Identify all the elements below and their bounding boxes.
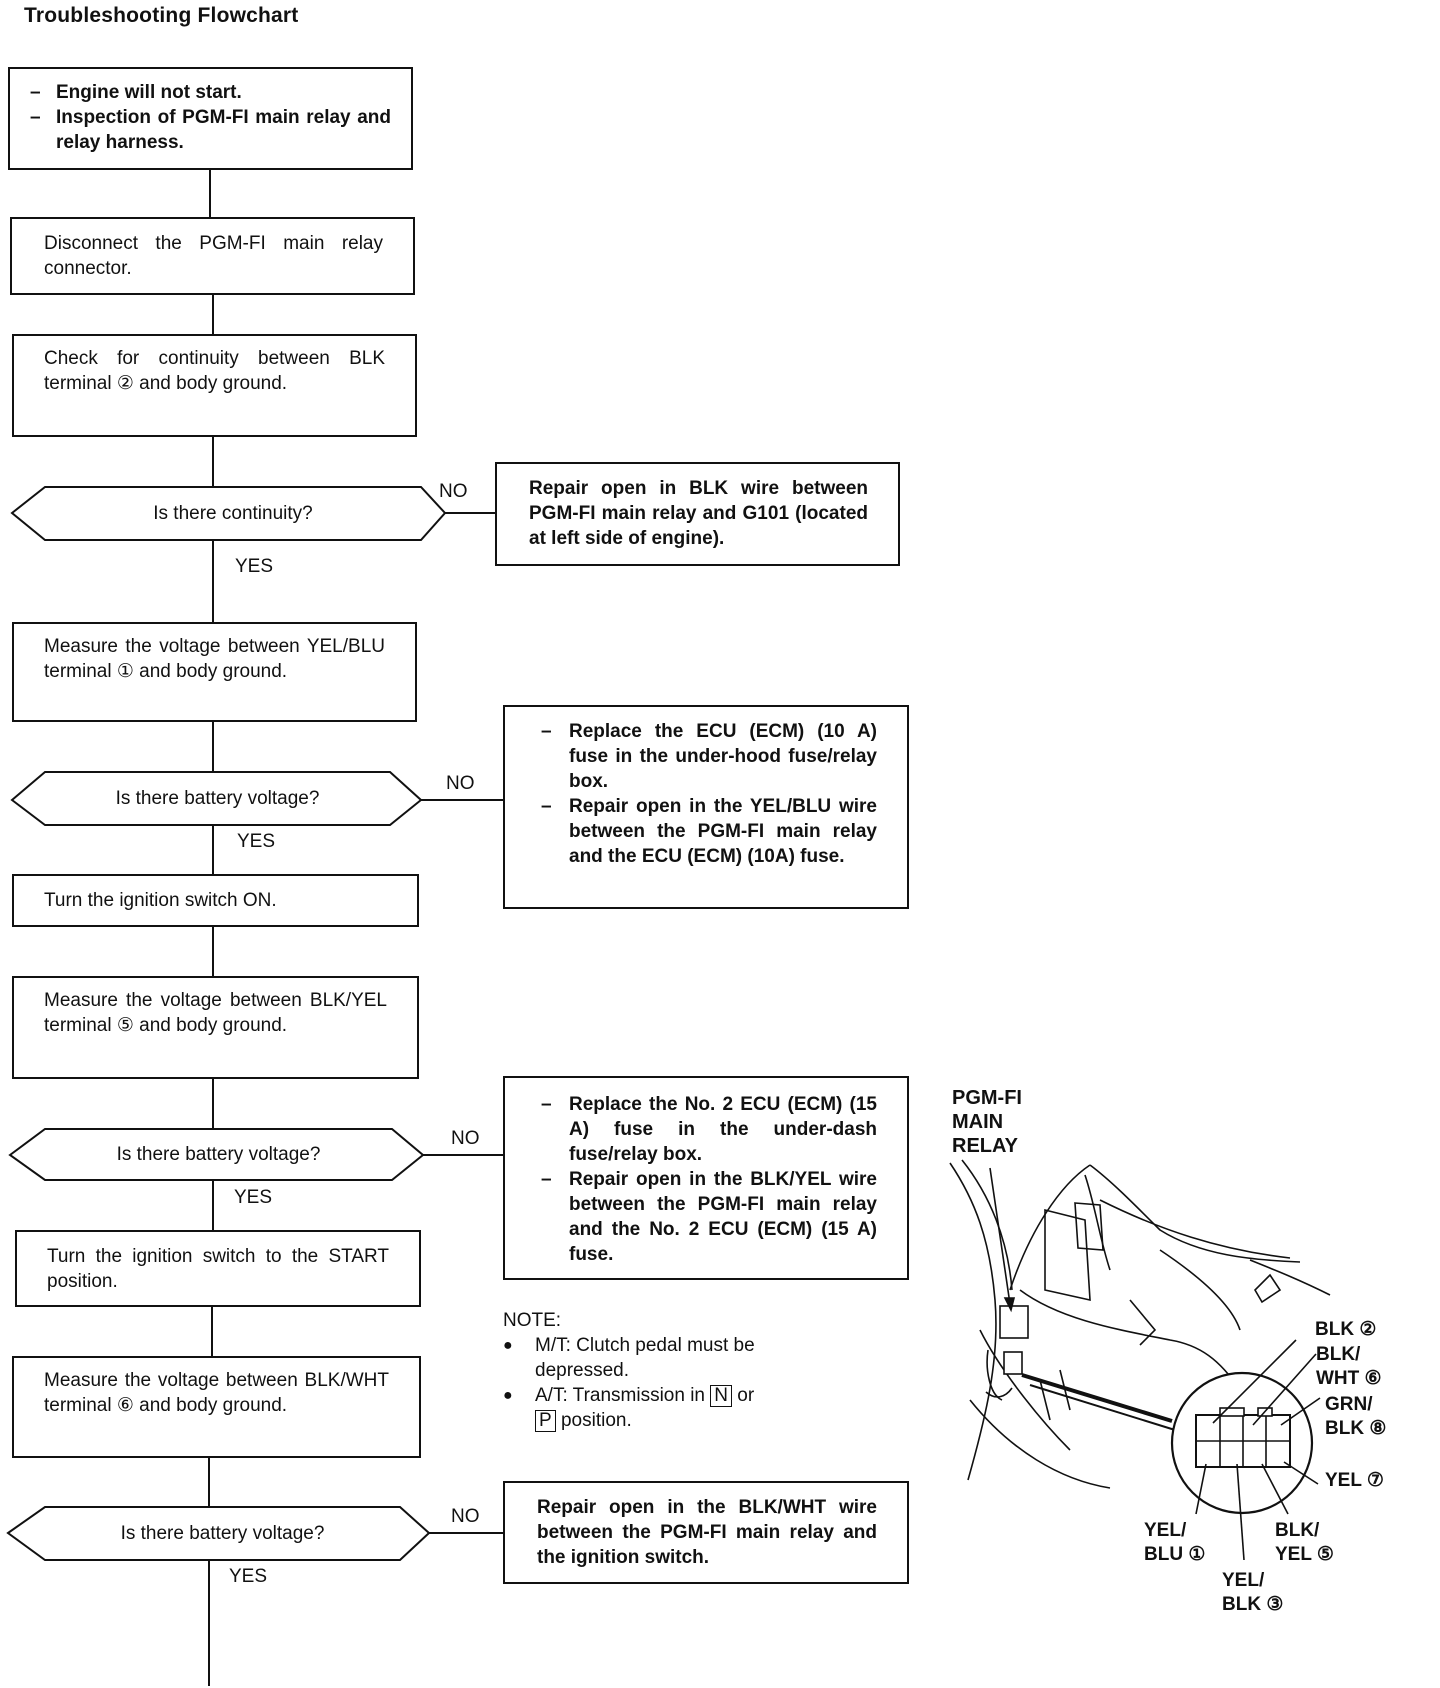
decision-battery-1 (10, 771, 423, 826)
action-fix-yel-blu: –Replace the ECU (ECM) (10 A) fuse in th… (503, 705, 909, 909)
decision-battery-2-text: Is there battery voltage? (116, 1143, 321, 1165)
wire-label-blk-yel: BLK/YEL ⑤ (1275, 1520, 1334, 1565)
note-mt: ● M/T: Clutch pedal must be depressed. (503, 1335, 755, 1381)
bullet-icon: ● (503, 1337, 513, 1354)
step-measure-yel-blu: Measure the voltage between YEL/BLU term… (12, 622, 417, 722)
step-check-continuity: Check for continuity between BLK termina… (12, 334, 417, 437)
wire-label-blk-wht: BLK/WHT ⑥ (1316, 1344, 1382, 1389)
note-block: NOTE: ● M/T: Clutch pedal must be depres… (503, 1308, 833, 1433)
relay-label: PGM-FI MAIN RELAY (952, 1087, 1022, 1157)
bullet-icon: ● (503, 1387, 513, 1404)
relay-illustration (949, 1159, 1331, 1561)
wire-label-blk: BLK ② (1315, 1319, 1377, 1340)
step-turn-start: Turn the ignition switch to the START po… (15, 1230, 421, 1307)
step-measure-blk-yel: Measure the voltage between BLK/YEL term… (12, 976, 419, 1079)
action-fix-blk-yel: –Replace the No. 2 ECU (ECM) (15 A) fuse… (503, 1076, 909, 1280)
step-disconnect: Disconnect the PGM-FI main relay connect… (10, 217, 415, 295)
wire-label-grn-blk: GRN/BLK ⑧ (1325, 1394, 1387, 1439)
wire-label-yel-blk: YEL/BLK ③ (1222, 1570, 1284, 1615)
yes-label-2: YES (237, 831, 276, 852)
step-turn-on: Turn the ignition switch ON. (12, 874, 419, 927)
note-at: ● A/T: Transmission in N or P position. (503, 1385, 755, 1432)
yes-label-4: YES (229, 1566, 268, 1587)
gear-n-box: N (710, 1385, 733, 1407)
yes-label-1: YES (235, 556, 274, 577)
no-label-4: NO (451, 1506, 480, 1527)
no-label-1: NO (439, 481, 468, 502)
start-item-2: –Inspection of PGM-FI main relay and rel… (30, 107, 391, 153)
start-box: –Engine will not start. –Inspection of P… (8, 67, 413, 170)
action-fix-yel-blu-item-1: –Replace the ECU (ECM) (10 A) fuse in th… (541, 721, 877, 792)
gear-p-box: P (535, 1410, 556, 1432)
wire-label-yel: YEL ⑦ (1325, 1470, 1384, 1491)
decision-battery-3-text: Is there battery voltage? (120, 1522, 325, 1544)
action-fix-blk-yel-item-2: –Repair open in the BLK/YEL wire between… (541, 1169, 877, 1265)
action-fix-yel-blu-item-2: –Repair open in the YEL/BLU wire between… (541, 796, 877, 867)
decision-continuity-text: Is there continuity? (153, 502, 313, 524)
decision-battery-1-text: Is there battery voltage? (115, 787, 320, 809)
action-fix-blk-yel-item-1: –Replace the No. 2 ECU (ECM) (15 A) fuse… (541, 1094, 877, 1165)
decision-battery-3 (6, 1506, 431, 1561)
wire-label-yel-blu: YEL/BLU ① (1144, 1520, 1206, 1565)
decision-continuity (10, 486, 447, 541)
action-repair-blk-wht: Repair open in the BLK/WHT wire between … (503, 1481, 909, 1584)
note-heading: NOTE: (503, 1310, 562, 1331)
step-measure-blk-wht: Measure the voltage between BLK/WHT term… (12, 1356, 421, 1458)
action-repair-blk: Repair open in BLK wire between PGM-FI m… (495, 462, 900, 566)
no-label-2: NO (446, 773, 475, 794)
start-item-1: –Engine will not start. (30, 82, 242, 103)
decision-battery-2 (8, 1128, 425, 1181)
no-label-3: NO (451, 1128, 480, 1149)
page-title: Troubleshooting Flowchart (24, 4, 299, 27)
yes-label-3: YES (234, 1187, 273, 1208)
